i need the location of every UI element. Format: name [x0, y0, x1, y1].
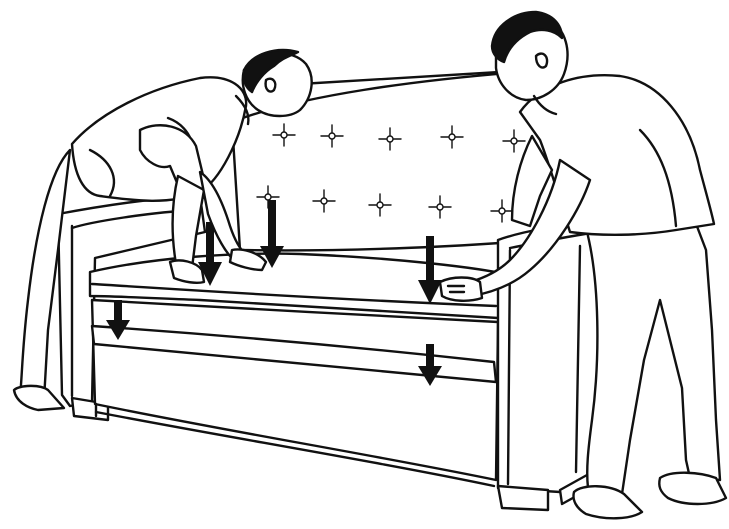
sofa-base — [92, 300, 498, 486]
